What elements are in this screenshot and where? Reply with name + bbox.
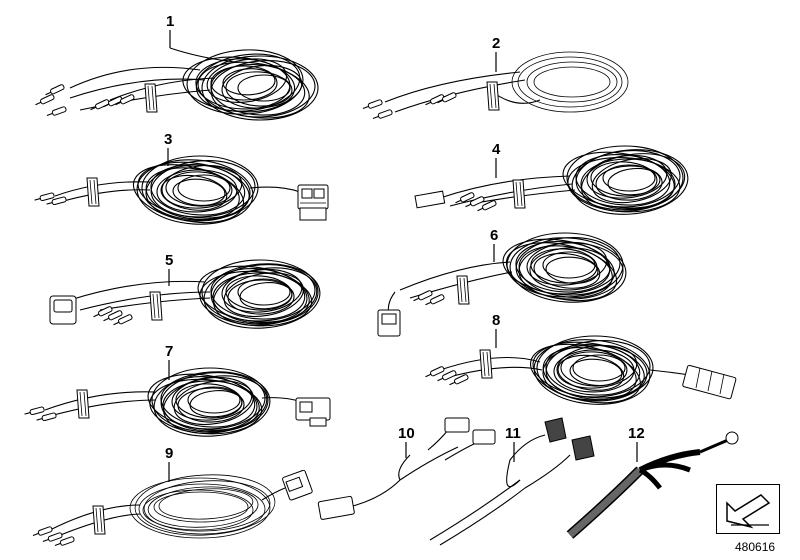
document-number: 480616 — [735, 540, 776, 554]
callouts: 1 2 3 4 5 6 7 8 9 10 11 12 — [164, 13, 645, 482]
part-1-harness — [33, 46, 319, 126]
part-4-harness — [414, 144, 692, 225]
callout-12: 12 — [628, 425, 645, 442]
part-11-harness — [429, 417, 595, 546]
callout-1: 1 — [166, 13, 174, 30]
part-10-harness — [317, 417, 496, 520]
part-8-harness — [423, 333, 737, 415]
callout-6: 6 — [490, 227, 498, 244]
part-7-harness — [23, 367, 331, 446]
part-2-harness — [361, 51, 629, 122]
part-3-harness — [33, 154, 329, 234]
callout-9: 9 — [165, 445, 173, 462]
arrow-corner-icon — [716, 484, 780, 534]
callout-11: 11 — [505, 425, 521, 442]
callout-10: 10 — [398, 425, 415, 442]
callout-3: 3 — [164, 131, 172, 148]
callout-2: 2 — [492, 35, 500, 52]
callout-4: 4 — [492, 141, 501, 158]
part-5-harness — [49, 259, 323, 338]
part-9-harness — [31, 469, 313, 549]
callout-5: 5 — [165, 252, 173, 269]
part-6-harness — [377, 232, 629, 337]
callout-8: 8 — [492, 312, 500, 329]
callout-7: 7 — [165, 343, 173, 360]
part-12-harness — [566, 431, 739, 539]
